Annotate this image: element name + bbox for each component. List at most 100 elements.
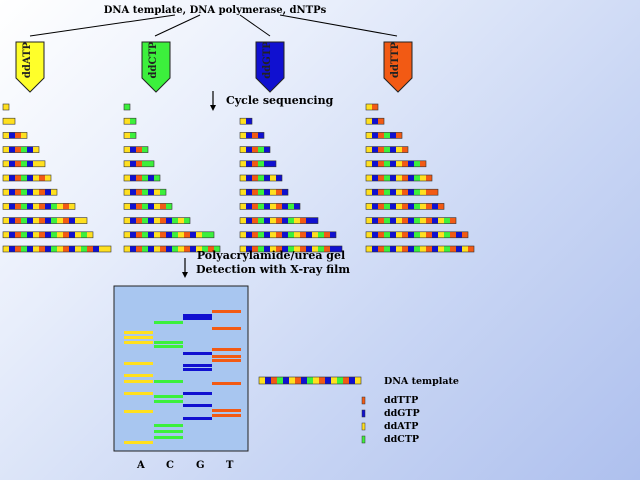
base-segment	[384, 146, 390, 153]
base-segment	[318, 231, 324, 238]
base-segment	[246, 175, 252, 181]
base-segment	[252, 231, 258, 238]
base-segment	[63, 203, 69, 210]
terminator-ddatp	[15, 41, 45, 93]
base-segment	[390, 175, 396, 181]
gel-band-g	[183, 404, 212, 407]
base-segment	[45, 217, 51, 224]
base-segment	[366, 118, 372, 125]
base-segment	[282, 217, 288, 224]
base-segment	[136, 231, 142, 238]
base-segment	[396, 132, 402, 139]
template-segment	[271, 377, 277, 384]
base-segment	[154, 231, 160, 238]
gel-band-t	[212, 414, 241, 417]
base-segment	[390, 146, 396, 153]
legend-swatch-ddgtp	[361, 409, 366, 418]
base-segment	[426, 175, 432, 181]
base-segment	[396, 146, 402, 153]
base-segment	[75, 246, 81, 252]
base-segment	[27, 175, 33, 181]
connector-line	[239, 14, 271, 37]
base-segment	[136, 146, 142, 153]
fragment-g	[239, 217, 319, 224]
base-segment	[372, 118, 378, 125]
base-segment	[130, 231, 136, 238]
legend-swatch-ddatp	[361, 422, 366, 431]
base-segment	[384, 246, 390, 252]
base-segment	[414, 217, 420, 224]
base-segment	[378, 231, 384, 238]
fragment-g	[239, 132, 265, 139]
base-segment	[378, 175, 384, 181]
fragment-a	[2, 245, 112, 253]
base-segment	[252, 132, 258, 139]
fragment-a	[2, 217, 88, 224]
base-segment	[142, 246, 148, 252]
fragment-outline	[2, 174, 52, 182]
fragment-t	[365, 132, 403, 139]
fragment-outline	[239, 245, 343, 253]
fragment-outline	[239, 160, 277, 168]
base-segment	[276, 189, 282, 196]
base-segment	[366, 175, 372, 181]
fragment-a	[2, 146, 40, 153]
base-segment	[124, 146, 130, 153]
base-segment	[402, 231, 408, 238]
base-segment	[75, 231, 81, 238]
cycle-sequencing-label: Cycle sequencing	[226, 94, 334, 107]
base-segment	[438, 217, 444, 224]
fragment-outline	[365, 174, 433, 182]
base-segment	[402, 246, 408, 252]
base-segment	[450, 231, 456, 238]
base-segment	[372, 132, 378, 139]
base-segment	[154, 189, 160, 196]
template-segment	[349, 377, 355, 384]
fragment-outline	[365, 217, 457, 224]
gel-band-a	[124, 410, 153, 413]
base-segment	[57, 203, 63, 210]
base-segment	[130, 146, 136, 153]
base-segment	[148, 246, 154, 252]
dna-template-bar	[258, 376, 362, 385]
fragment-t	[365, 217, 457, 224]
base-segment	[396, 246, 402, 252]
terminator-ddctp	[141, 41, 171, 93]
base-segment	[130, 246, 136, 252]
base-segment	[240, 118, 246, 125]
terminator-label: ddATP	[22, 41, 33, 78]
base-segment	[402, 189, 408, 196]
base-segment	[27, 146, 33, 153]
template-segment	[265, 377, 271, 384]
base-segment	[130, 217, 136, 224]
base-segment	[270, 217, 276, 224]
gel-band-t	[212, 355, 241, 358]
fragment-outline	[239, 203, 301, 210]
base-segment	[148, 217, 154, 224]
gel-band-t	[212, 409, 241, 412]
fragment-outline	[365, 117, 385, 125]
base-segment	[372, 146, 378, 153]
base-segment	[81, 217, 87, 224]
base-segment	[63, 231, 69, 238]
fragment-outline	[239, 217, 319, 224]
base-segment	[57, 217, 63, 224]
gel-band-g	[183, 392, 212, 395]
base-segment	[9, 246, 15, 252]
base-segment	[51, 203, 57, 210]
base-segment	[444, 246, 450, 252]
gel-band-c	[154, 345, 183, 348]
fragment-t	[365, 103, 379, 111]
base-segment	[288, 231, 294, 238]
base-segment	[87, 231, 93, 238]
base-segment	[15, 246, 21, 252]
base-segment	[384, 175, 390, 181]
base-segment	[372, 231, 378, 238]
base-segment	[136, 175, 142, 181]
base-segment	[366, 246, 372, 252]
base-segment	[456, 231, 462, 238]
fragment-g	[239, 188, 289, 196]
fragment-outline	[123, 245, 221, 253]
template-outline	[258, 376, 362, 385]
gel-band-c	[154, 380, 183, 383]
